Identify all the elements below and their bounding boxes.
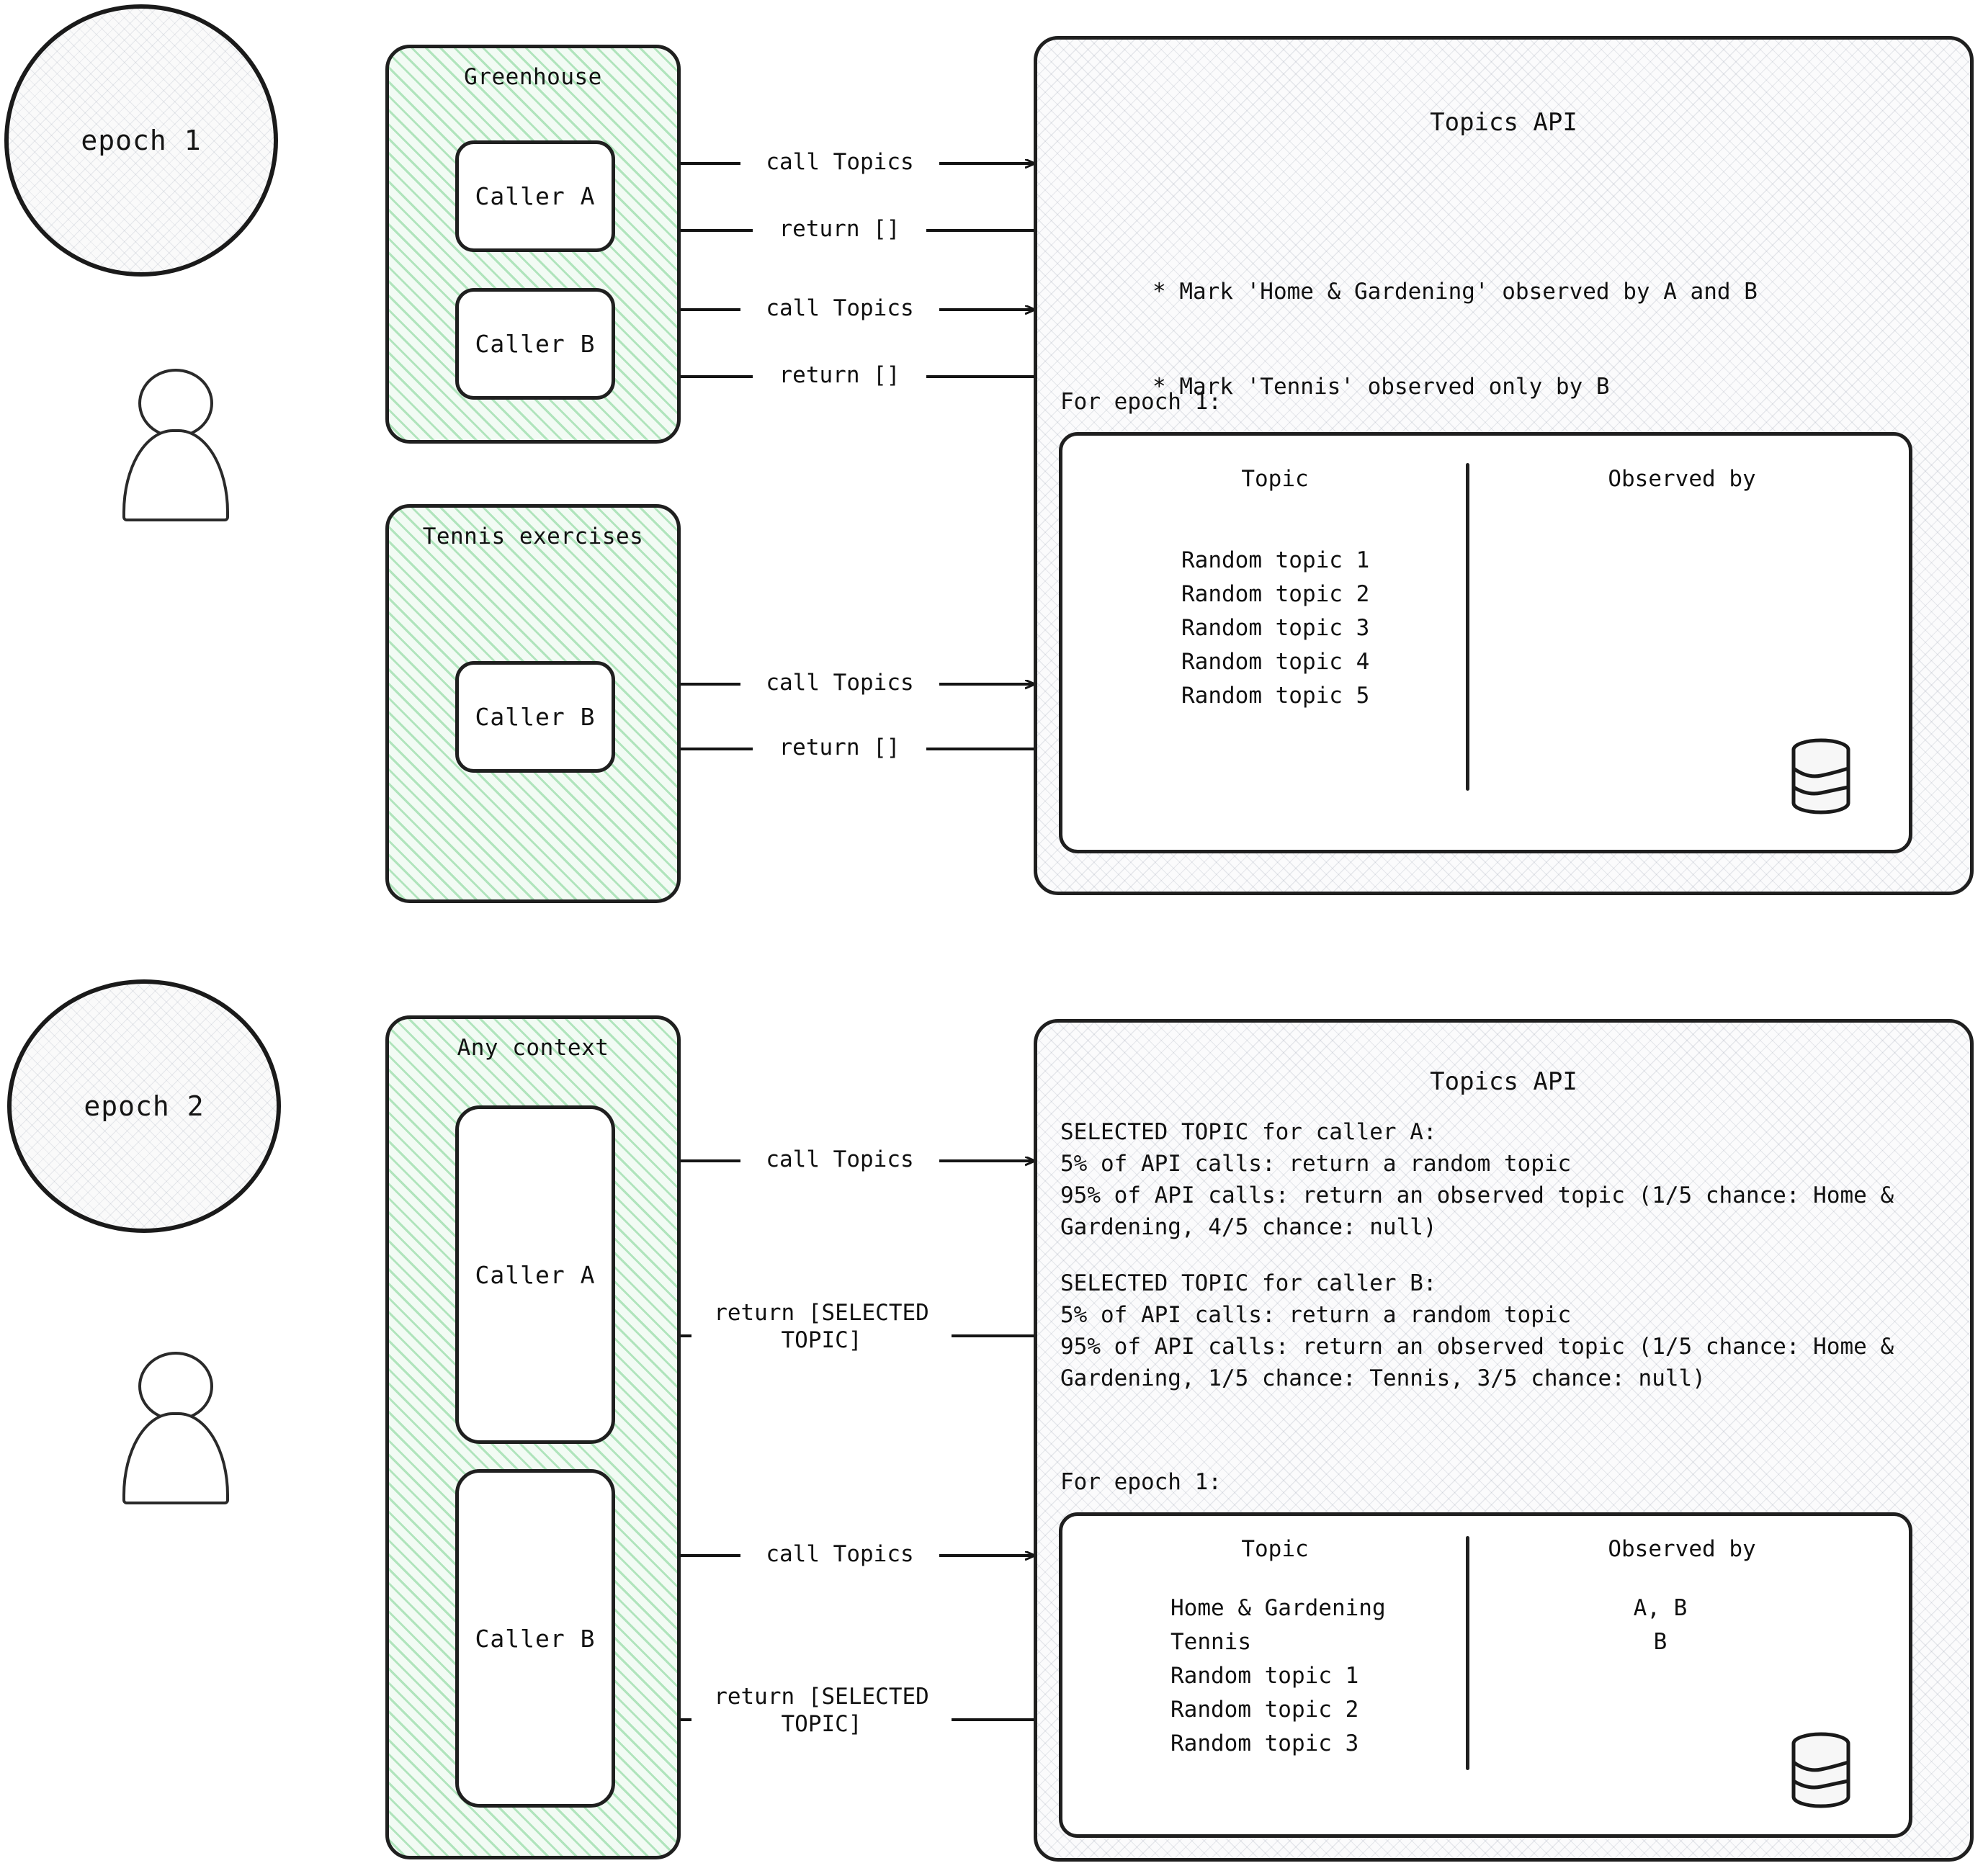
arrow-label-return-e1-tennis: return [] [753,734,926,762]
for-epoch-label: For epoch 1: [1060,1469,1222,1495]
topics-api-panel-epoch-2: Topics API SELECTED TOPIC for caller A: … [1034,1019,1974,1862]
topics-api-panel-epoch-1: Topics API * Mark 'Home & Gardening' obs… [1034,36,1974,895]
context-title: Any context [457,1035,609,1061]
caller-box-e1-greenhouse-a[interactable]: Caller A [455,140,615,252]
table-cell-topic: Home & Gardening [1170,1595,1386,1621]
arrow-label-call-topics-e2-a: call Topics [740,1146,939,1174]
table-cell-topic: Random topic 3 [1181,615,1370,642]
arrow-label-return-e1-a: return [] [753,215,926,243]
for-epoch-label: For epoch 1: [1060,389,1222,415]
arrow-label-return-e2-a: return [SELECTED TOPIC] [691,1300,952,1355]
table-col-header-observed: Observed by [1608,1536,1756,1562]
table-col-header-topic: Topic [1241,1536,1309,1562]
table-topic-column: Home & Gardening Tennis Random topic 1 R… [1170,1592,1386,1761]
caller-label: Caller A [475,182,596,210]
table-cell-topic: Random topic 2 [1181,581,1370,608]
table-cell-topic: Random topic 4 [1181,649,1370,676]
api-description-block: SELECTED TOPIC for caller A: 5% of API c… [1060,1116,1935,1394]
table-cell-topic: Random topic 1 [1181,547,1370,573]
table-column-divider [1466,1536,1469,1770]
caller-box-e1-greenhouse-b[interactable]: Caller B [455,288,615,400]
table-cell-topic: Random topic 2 [1170,1697,1359,1723]
arrow-label-call-topics-e1-tennis: call Topics [740,669,939,697]
api-line-5pct-a: 5% of API calls: return a random topic [1060,1151,1572,1177]
table-observed-column: A, B B [1523,1592,1797,1659]
api-line-selected-topic-a: SELECTED TOPIC for caller A: [1060,1119,1437,1145]
context-title: Tennis exercises [422,524,644,549]
table-cell-observed: B [1653,1629,1668,1656]
api-bullet-list: * Mark 'Home & Gardening' observed by A … [1152,212,1758,466]
caller-label: Caller A [475,1260,596,1289]
table-column-divider [1466,463,1469,791]
api-line-5pct-b: 5% of API calls: return a random topic [1060,1302,1572,1329]
topics-table-epoch-2: Topic Observed by Home & Gardening Tenni… [1059,1512,1912,1838]
paragraph-gap [1060,1243,1935,1267]
table-cell-observed: A, B [1633,1595,1688,1621]
api-line-95pct-b: 95% of API calls: return an observed top… [1060,1334,1894,1392]
table-col-header-topic: Topic [1241,466,1309,492]
topics-table-epoch-1: Topic Observed by Random topic 1 Random … [1059,432,1912,853]
api-bullet-item: * Mark 'Home & Gardening' observed by A … [1152,279,1758,305]
epoch-badge-1: epoch 1 [4,4,278,277]
caller-box-e2-b[interactable]: Caller B [455,1469,615,1808]
arrow-label-call-topics-e1-a: call Topics [740,148,939,176]
api-title: Topics API [1430,108,1577,137]
actor-head [138,1352,213,1421]
caller-label: Caller B [475,1624,596,1653]
table-cell-topic: Random topic 3 [1170,1731,1359,1757]
table-col-header-observed: Observed by [1608,466,1756,492]
api-bullet-item: * Mark 'Tennis' observed only by B [1152,374,1610,400]
table-topic-column: Random topic 1 Random topic 2 Random top… [1181,544,1369,714]
actor-body [122,429,229,521]
user-actor-icon-2 [122,1352,229,1504]
table-cell-topic: Random topic 5 [1181,683,1370,709]
context-title: Greenhouse [464,64,602,90]
caller-label: Caller B [475,330,596,358]
arrow-label-call-topics-e2-b: call Topics [740,1540,939,1568]
api-title: Topics API [1430,1067,1577,1096]
actor-head [138,369,213,438]
arrow-label-return-e1-b: return [] [753,362,926,390]
actor-body [122,1412,229,1504]
arrow-label-call-topics-e1-b: call Topics [740,295,939,323]
epoch-badge-2: epoch 2 [7,979,281,1233]
arrow-label-return-e2-b: return [SELECTED TOPIC] [691,1684,952,1738]
api-line-95pct-a: 95% of API calls: return an observed top… [1060,1182,1894,1241]
api-line-selected-topic-b: SELECTED TOPIC for caller B: [1060,1270,1437,1297]
caller-box-e2-a[interactable]: Caller A [455,1105,615,1444]
caller-label: Caller B [475,703,596,731]
epoch-badge-label: epoch 1 [81,125,202,156]
database-cylinder-icon [1791,738,1850,814]
caller-box-e1-tennis-b[interactable]: Caller B [455,661,615,773]
table-cell-topic: Random topic 1 [1170,1663,1359,1689]
user-actor-icon-1 [122,369,229,521]
database-cylinder-icon [1791,1732,1850,1808]
table-cell-topic: Tennis [1170,1629,1251,1656]
epoch-badge-label: epoch 2 [84,1090,205,1122]
